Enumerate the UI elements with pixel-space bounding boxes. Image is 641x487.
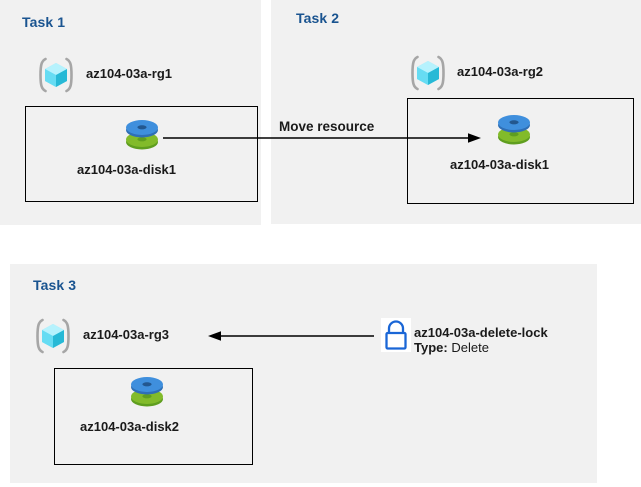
managed-disk-icon — [125, 373, 169, 418]
move-resource-arrow — [163, 128, 483, 153]
panel-task-3 — [10, 264, 597, 483]
resource-group-icon — [408, 55, 448, 96]
move-resource-label: Move resource — [279, 119, 375, 134]
panel-task-2 — [271, 0, 641, 224]
panel-title-task-2: Task 2 — [296, 10, 340, 26]
resource-label-task-3: az104-03a-disk2 — [80, 419, 180, 434]
delete-lock-label: az104-03a-delete-lock — [414, 325, 548, 340]
resource-label-task-1: az104-03a-disk1 — [77, 162, 177, 177]
delete-lock-type: Type: Delete — [414, 340, 489, 355]
delete-lock-arrow — [208, 326, 374, 351]
managed-disk-icon — [120, 116, 164, 161]
padlock-icon — [381, 318, 411, 357]
panel-title-task-1: Task 1 — [22, 14, 66, 30]
panel-task-1 — [0, 0, 261, 225]
managed-disk-icon — [492, 111, 536, 156]
resource-group-box-task-3 — [54, 368, 253, 465]
resource-group-box-task-1 — [25, 106, 258, 202]
resource-group-label-task-2: az104-03a-rg2 — [457, 64, 543, 79]
resource-group-box-task-2 — [407, 98, 634, 204]
panel-title-task-3: Task 3 — [33, 277, 77, 293]
resource-group-label-task-3: az104-03a-rg3 — [83, 327, 169, 342]
resource-label-task-2: az104-03a-disk1 — [450, 157, 550, 172]
resource-group-icon — [36, 57, 76, 98]
delete-lock-type-key: Type: — [414, 340, 448, 355]
resource-group-icon — [33, 318, 73, 359]
delete-lock-type-value-text: Delete — [451, 340, 489, 355]
resource-group-label-task-1: az104-03a-rg1 — [86, 66, 172, 81]
